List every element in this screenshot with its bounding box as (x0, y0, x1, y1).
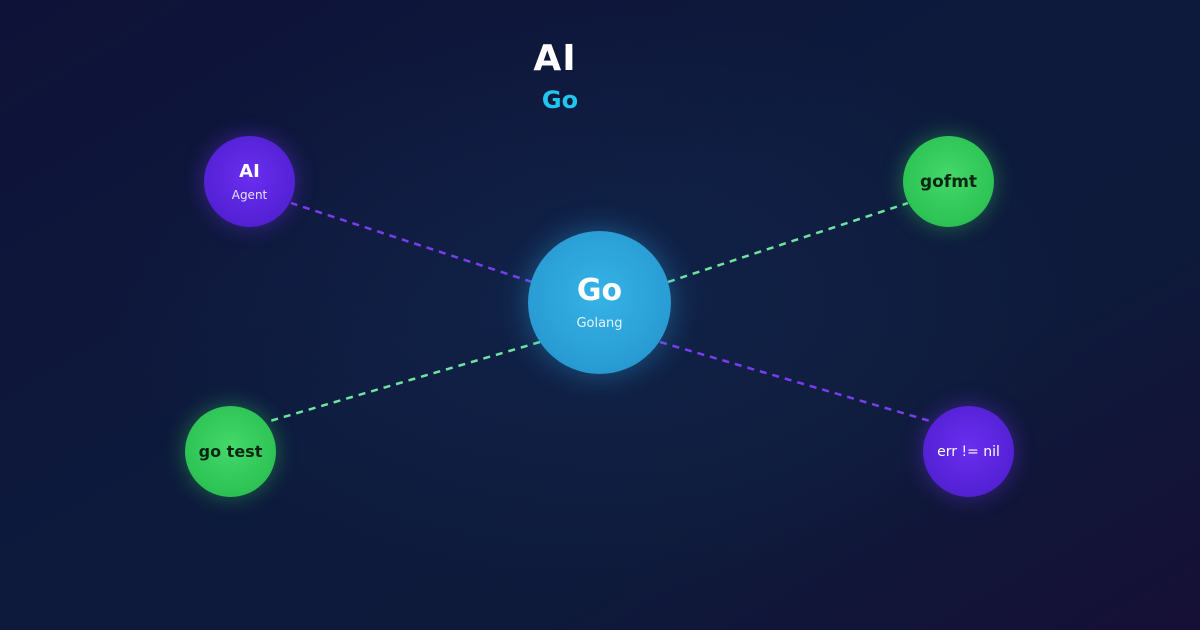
node-gofmt: gofmt (903, 136, 994, 227)
link-center-gotest (269, 340, 541, 423)
page-subtitle: Go (541, 86, 579, 114)
center-node-label: Go (576, 273, 623, 308)
link-center-ai (290, 201, 533, 284)
node-ai-sublabel: Agent (231, 187, 268, 202)
node-gofmt-label: gofmt (919, 171, 978, 192)
page-title: AI (533, 38, 577, 79)
node-ai-label: AI (239, 160, 260, 182)
node-err-not-nil: err != nil (923, 406, 1014, 497)
node-err-not-nil-label: err != nil (937, 443, 1000, 460)
node-go-test-label: go test (198, 442, 263, 461)
link-center-gofmt (667, 201, 909, 284)
node-ai-agent: AI Agent (204, 136, 295, 227)
link-center-errnil (659, 340, 931, 423)
center-node-go: Go Golang (528, 231, 671, 374)
node-go-test: go test (185, 406, 276, 497)
center-node-sublabel: Golang (576, 316, 623, 331)
